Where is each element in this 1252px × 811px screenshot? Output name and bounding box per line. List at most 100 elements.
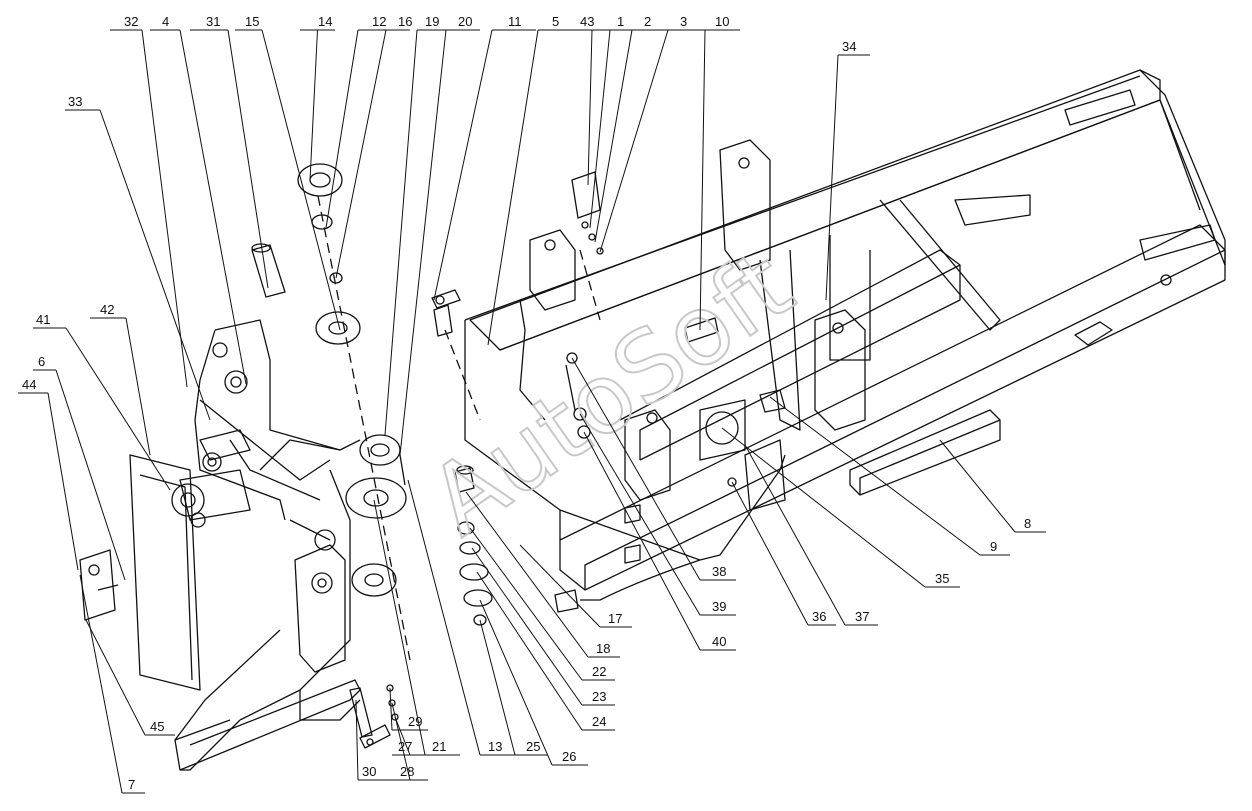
callout-leader [589, 29, 611, 229]
callout-leader [599, 29, 669, 253]
callout-leader [699, 29, 706, 331]
callout-23: 23 [471, 547, 615, 706]
callout-leader [384, 29, 418, 436]
line-art [79, 69, 1226, 771]
callout-number: 19 [425, 14, 439, 29]
callout-number: 39 [712, 599, 726, 614]
callout-43: 43 [574, 14, 610, 186]
callout-number: 35 [935, 571, 949, 586]
callout-leader [335, 29, 387, 279]
watermark-text: AutoSoft [410, 229, 812, 557]
callout-leader [721, 427, 926, 588]
callout-leader [399, 29, 447, 456]
callout-30: 30 [355, 699, 392, 781]
callout-1: 1 [589, 14, 632, 229]
callout-number: 26 [562, 749, 576, 764]
callout-11: 11 [433, 14, 536, 301]
callout-5: 5 [487, 14, 574, 346]
exploded-parts [297, 163, 737, 721]
callout-number: 34 [842, 39, 856, 54]
callout-leader [179, 29, 247, 385]
callout-18: 18 [465, 491, 620, 658]
callout-number: 6 [38, 354, 45, 369]
callout-number: 23 [592, 689, 606, 704]
callout-33: 33 [65, 94, 211, 421]
callout-leader [433, 29, 493, 301]
callout-number: 42 [100, 302, 114, 317]
callout-number: 10 [715, 14, 729, 29]
callout-16: 16 [335, 14, 412, 279]
callout-number: 36 [812, 609, 826, 624]
callout-leader [141, 29, 188, 388]
callout-number: 18 [596, 641, 610, 656]
callout-number: 25 [526, 739, 540, 754]
callout-leader [769, 396, 981, 556]
callout-leader [99, 109, 211, 421]
callout-27: 27 [392, 716, 428, 756]
callout-leader [579, 413, 701, 616]
callout-number: 43 [580, 14, 594, 29]
callout-leader [47, 392, 79, 571]
callout-26: 26 [479, 599, 588, 766]
callout-number: 38 [712, 564, 726, 579]
callout-number: 8 [1024, 516, 1031, 531]
callout-leader [471, 547, 583, 706]
callout-leader [476, 571, 583, 731]
callout-number: 27 [398, 739, 412, 754]
callout-number: 7 [128, 777, 135, 792]
callout-leader [479, 619, 516, 756]
callout-40: 40 [583, 431, 736, 651]
callout-leader [261, 29, 341, 331]
callout-number: 13 [488, 739, 502, 754]
main-frame [464, 69, 1226, 613]
callout-number: 15 [245, 14, 259, 29]
callout-number: 24 [592, 714, 606, 729]
callout-leader [125, 317, 151, 456]
callout-28: 28 [391, 702, 428, 781]
callout-8: 8 [939, 439, 1046, 533]
callout-leader [939, 439, 1016, 533]
callout-number: 11 [508, 14, 522, 29]
callout-29: 29 [389, 687, 428, 731]
callout-leader [79, 574, 123, 794]
callout-leader [394, 716, 411, 756]
callout-leader [85, 619, 146, 736]
callout-number: 4 [162, 14, 169, 29]
callout-leader [373, 499, 426, 756]
callout-4: 4 [150, 14, 247, 385]
callout-leader [465, 491, 589, 658]
callout-number: 9 [990, 539, 997, 554]
callout-leader [65, 327, 171, 491]
callout-number: 40 [712, 634, 726, 649]
callout-number: 33 [68, 94, 82, 109]
callout-24: 24 [476, 571, 615, 731]
callout-number: 14 [318, 14, 332, 29]
callout-number: 5 [552, 14, 559, 29]
callout-leader [407, 479, 481, 756]
callout-number: 37 [855, 609, 869, 624]
callout-37: 37 [744, 444, 878, 626]
callout-number: 1 [617, 14, 624, 29]
callout-leader [825, 54, 839, 301]
callout-leader [355, 699, 359, 781]
callout-number: 29 [408, 714, 422, 729]
callout-38: 38 [571, 357, 736, 581]
callout-17: 17 [519, 544, 632, 628]
callout-21: 21 [373, 499, 460, 756]
callout-10: 10 [699, 14, 740, 331]
callout-14: 14 [300, 14, 335, 181]
callout-number: 30 [362, 764, 376, 779]
callout-number: 32 [124, 14, 138, 29]
callout-number: 22 [592, 664, 606, 679]
callout-number: 3 [680, 14, 687, 29]
callout-number: 41 [36, 312, 50, 327]
callout-25: 25 [479, 619, 548, 756]
callout-22: 22 [469, 527, 615, 681]
callout-36: 36 [731, 481, 836, 626]
callout-leader [227, 29, 269, 289]
callout-number: 21 [432, 739, 446, 754]
callout-3: 3 [599, 14, 705, 253]
